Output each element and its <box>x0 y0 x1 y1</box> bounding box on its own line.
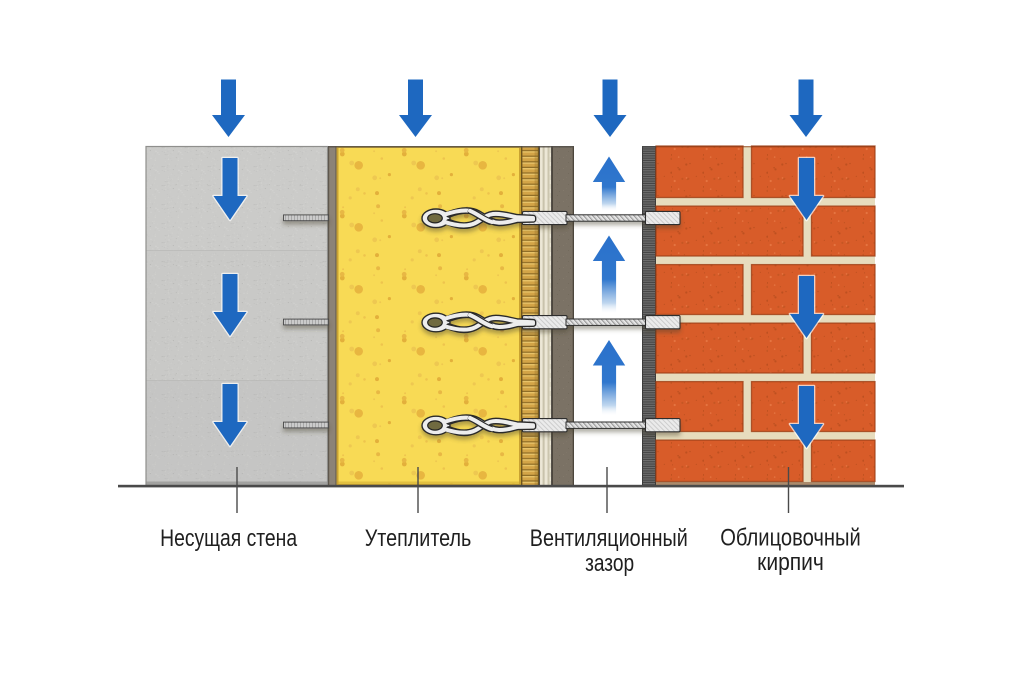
svg-text:Облицовочный: Облицовочный <box>720 524 861 550</box>
svg-text:Несущая стена: Несущая стена <box>160 525 297 551</box>
svg-text:Утеплитель: Утеплитель <box>365 525 472 551</box>
svg-text:зазор: зазор <box>585 550 634 576</box>
svg-text:Вентиляционный: Вентиляционный <box>530 525 688 551</box>
svg-text:кирпич: кирпич <box>757 549 824 575</box>
